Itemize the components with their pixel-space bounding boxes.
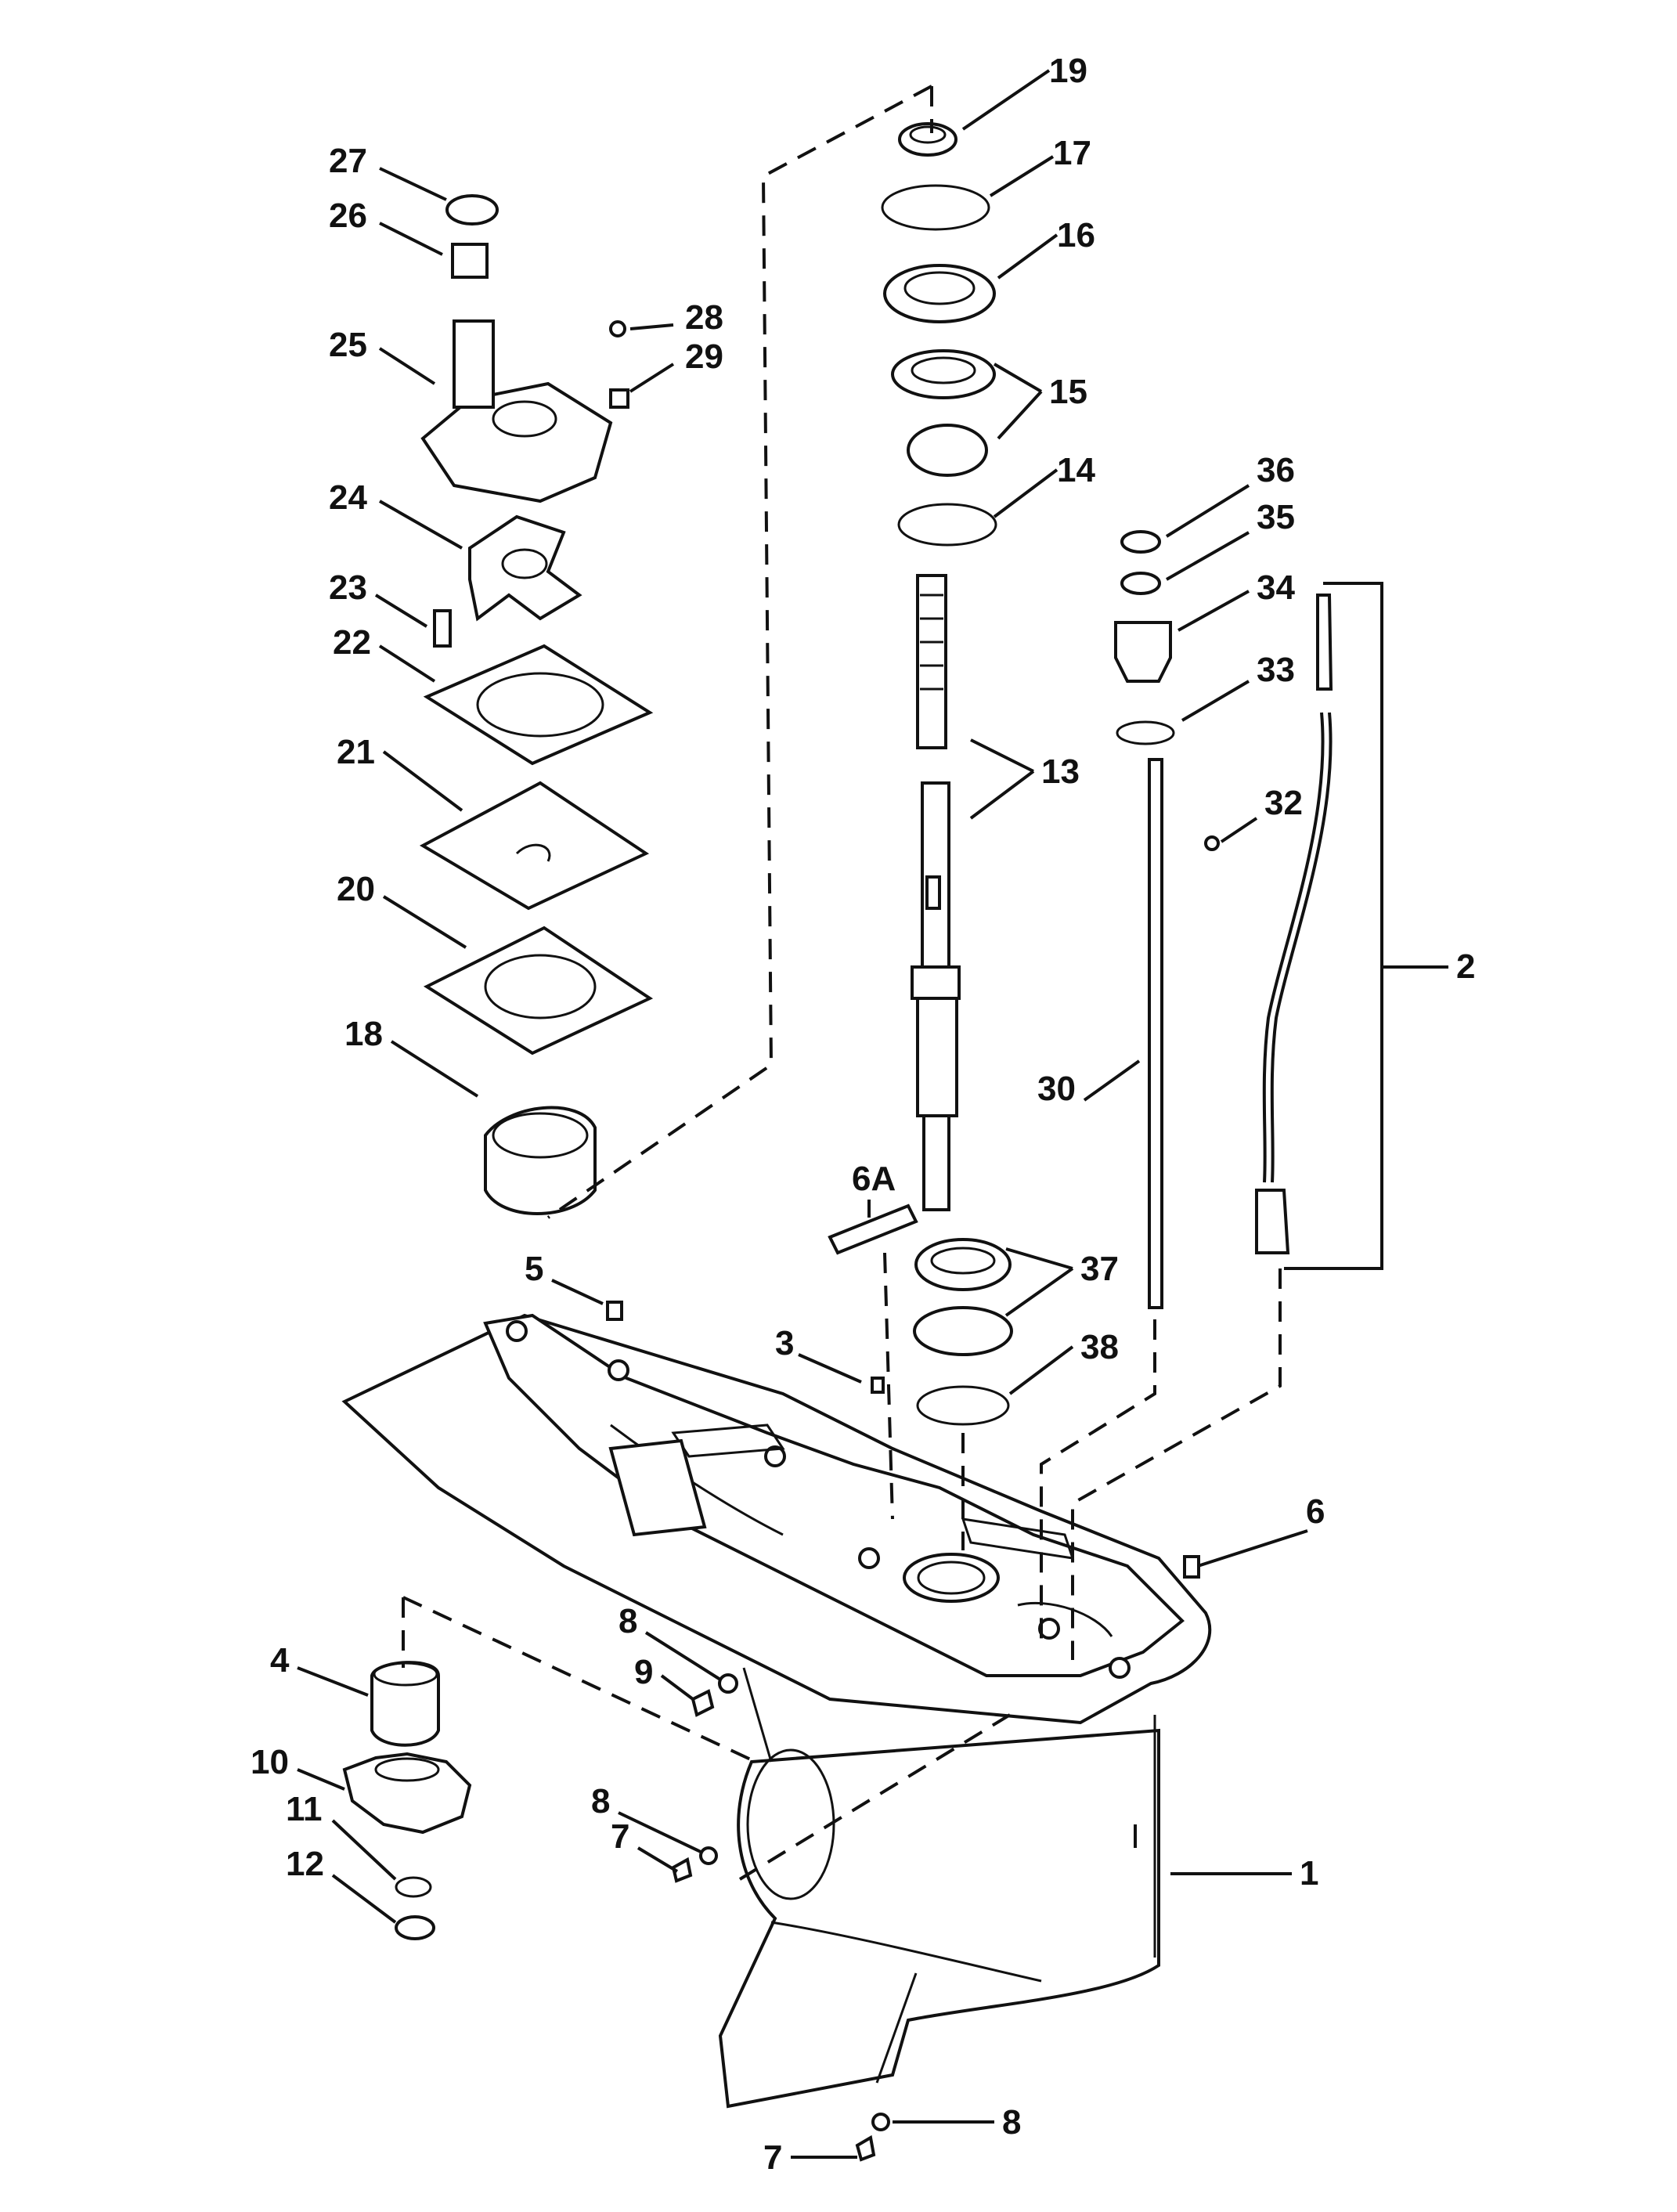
callout-30: 30 [1037, 1070, 1076, 1108]
callout-37: 37 [1080, 1250, 1119, 1288]
callout-9: 9 [634, 1653, 653, 1691]
callout-14: 14 [1057, 451, 1095, 489]
callout-7-lower: 7 [763, 2138, 782, 2177]
callout-32: 32 [1264, 784, 1303, 822]
callout-13: 13 [1041, 752, 1080, 791]
callout-19: 19 [1049, 52, 1087, 90]
callout-26: 26 [329, 197, 367, 235]
callout-1: 1 [1300, 1854, 1318, 1893]
pump-base-icon [484, 1106, 597, 1215]
callout-8-lower: 8 [1002, 2103, 1021, 2142]
callout-10: 10 [251, 1743, 289, 1781]
callout-21: 21 [337, 733, 375, 771]
callout-17: 17 [1053, 134, 1091, 172]
callout-7-upper: 7 [611, 1817, 629, 1856]
callout-labels: 1 2 3 4 5 6 6A 7 7 8 8 8 9 10 11 12 13 1 [251, 52, 1475, 2177]
pinion-gear-icon [342, 1661, 472, 1940]
callout-25: 25 [329, 326, 367, 364]
callout-24: 24 [329, 478, 367, 517]
callout-6: 6 [1306, 1492, 1325, 1531]
callout-11: 11 [286, 1790, 323, 1828]
shift-shaft-icon [1114, 530, 1220, 1309]
fasteners [606, 1301, 1200, 2162]
callout-5: 5 [525, 1250, 543, 1288]
callout-3: 3 [775, 1324, 794, 1362]
water-pump-body-icon [420, 194, 629, 503]
callout-4: 4 [270, 1641, 290, 1680]
water-tube-icon [1255, 594, 1333, 1254]
callout-27: 27 [329, 142, 367, 180]
callout-16: 16 [1057, 216, 1095, 254]
callout-36: 36 [1257, 451, 1295, 489]
callout-12: 12 [286, 1845, 324, 1883]
driveshaft-icon [911, 574, 961, 1211]
callout-2: 2 [1456, 947, 1475, 986]
assembly-lines [402, 85, 1282, 1881]
impeller-icon [433, 514, 582, 648]
bracket-2 [1284, 582, 1383, 1270]
pump-plates-and-gaskets [419, 644, 654, 1055]
callout-34: 34 [1257, 568, 1295, 607]
callout-38: 38 [1080, 1328, 1119, 1366]
callout-6a: 6A [852, 1160, 896, 1198]
callout-18: 18 [344, 1015, 383, 1053]
callout-20: 20 [337, 870, 375, 908]
callout-15: 15 [1049, 373, 1087, 411]
lower-bearing-and-seal [828, 1203, 1013, 1426]
callout-23: 23 [329, 568, 367, 607]
driveshaft-bearing-stack [881, 122, 997, 547]
callout-28: 28 [685, 298, 723, 337]
callout-29: 29 [685, 337, 723, 376]
callout-8-middle: 8 [591, 1782, 610, 1820]
callout-35: 35 [1257, 498, 1295, 536]
callout-33: 33 [1257, 651, 1295, 689]
callout-8-upper: 8 [619, 1602, 637, 1640]
callout-22: 22 [333, 623, 371, 662]
gearcase-housing-icon [341, 1313, 1212, 2109]
